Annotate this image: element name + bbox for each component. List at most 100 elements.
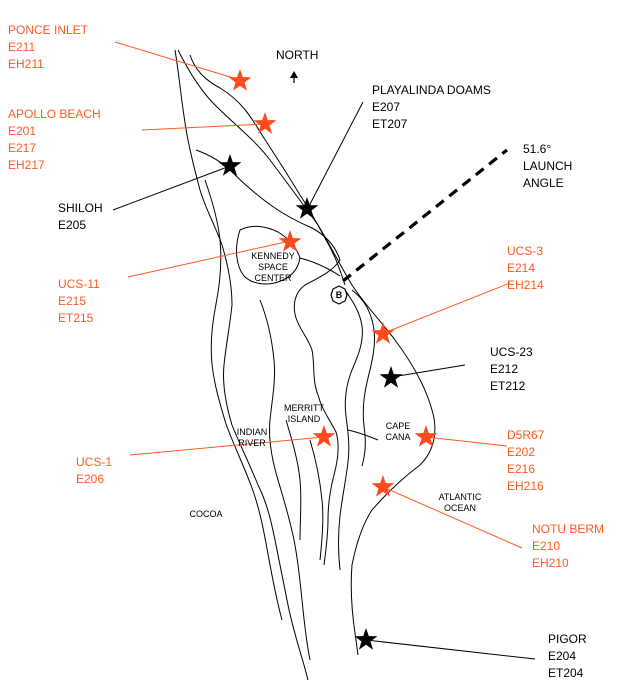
station-code: E211 bbox=[8, 40, 36, 54]
banana-river bbox=[338, 289, 363, 571]
mainland-inner bbox=[204, 179, 283, 621]
station-ucs-1: UCS-1 E206 bbox=[76, 454, 112, 488]
leader-ucs-3 bbox=[383, 282, 511, 334]
north-arrow-icon bbox=[290, 71, 298, 78]
star-playalinda bbox=[295, 197, 319, 219]
merritt-island-label: MERRITT ISLAND bbox=[280, 403, 328, 425]
station-code: E215 bbox=[58, 294, 87, 308]
station-code: EH214 bbox=[507, 278, 544, 292]
station-name: UCS-1 bbox=[76, 455, 113, 469]
station-code: E204 bbox=[548, 649, 577, 663]
ksc-label: KENNEDY SPACE CENTER bbox=[244, 251, 302, 284]
star-pigor bbox=[354, 628, 378, 650]
station-code: ET207 bbox=[372, 117, 408, 131]
star-shiloh bbox=[218, 154, 242, 176]
station-code: EH211 bbox=[8, 57, 44, 71]
star-ucs-23 bbox=[379, 366, 403, 388]
ocean-coastline bbox=[177, 49, 436, 656]
atlantic-label: ATLANTIC OCEAN bbox=[428, 492, 492, 514]
station-playalinda: PLAYALINDA DOAMS E207 ET207 bbox=[372, 82, 491, 133]
merritt-line-2: ISLAND bbox=[287, 414, 321, 424]
barrier-inner-shore bbox=[189, 54, 346, 286]
station-notu-berm: NOTU BERM E210 EH210 bbox=[532, 521, 604, 572]
leader-ucs-23 bbox=[391, 364, 466, 378]
leader-pigor bbox=[365, 639, 536, 660]
station-code: E212 bbox=[490, 362, 519, 376]
station-code: E201 bbox=[8, 124, 37, 138]
station-apollo-beach: APOLLO BEACH E201 E217 EH217 bbox=[8, 106, 101, 174]
station-name: SHILOH bbox=[58, 201, 103, 215]
star-d5r67 bbox=[414, 425, 438, 447]
station-code: E202 bbox=[507, 445, 536, 459]
leader-ponce-inlet bbox=[114, 41, 241, 81]
leader-playalinda bbox=[307, 101, 364, 209]
station-code: E206 bbox=[76, 472, 105, 486]
station-code: E214 bbox=[507, 261, 536, 275]
launch-angle-line1: LAUNCH bbox=[523, 159, 573, 173]
station-code: EH216 bbox=[507, 479, 544, 493]
station-code: ET215 bbox=[58, 311, 94, 325]
station-ucs-23: UCS-23 E212 ET212 bbox=[490, 344, 533, 395]
station-code: E217 bbox=[8, 141, 37, 155]
leader-notu-berm bbox=[382, 486, 523, 549]
station-code: EH217 bbox=[8, 158, 45, 172]
station-name: NOTU BERM bbox=[532, 522, 604, 536]
causeway-ksc bbox=[299, 257, 341, 277]
launch-angle-label: 51.6° LAUNCH ANGLE bbox=[523, 141, 572, 192]
station-code: E207 bbox=[372, 100, 401, 114]
leader-apollo-beach bbox=[141, 123, 266, 131]
indian-line-1: INDIAN bbox=[236, 427, 268, 437]
indian-line-2: RIVER bbox=[238, 438, 266, 448]
leader-ucs-1 bbox=[129, 436, 325, 456]
b-marker-outline bbox=[330, 285, 348, 305]
banana-river-east bbox=[351, 289, 375, 467]
merritt-island-inner bbox=[236, 225, 301, 285]
station-name: APOLLO BEACH bbox=[8, 107, 101, 121]
atlantic-line-1: ATLANTIC bbox=[438, 492, 482, 502]
launch-angle-value: 51.6° bbox=[523, 142, 552, 156]
port-canal bbox=[347, 429, 379, 441]
station-code: E216 bbox=[507, 462, 536, 476]
station-name: UCS-23 bbox=[490, 345, 533, 359]
station-name: UCS-11 bbox=[58, 277, 100, 291]
station-name: PONCE INLET bbox=[8, 23, 89, 37]
star-ucs-11 bbox=[278, 230, 302, 252]
star-notu-berm bbox=[371, 475, 395, 497]
station-code: EH210 bbox=[532, 556, 569, 570]
cocoa-label: COCOA bbox=[189, 509, 223, 519]
north-label: NORTH bbox=[276, 48, 319, 62]
station-code: E205 bbox=[58, 218, 87, 232]
station-name: D5R67 bbox=[507, 428, 545, 442]
station-code: ET204 bbox=[548, 666, 584, 680]
station-pigor: PIGOR E204 ET204 bbox=[548, 631, 587, 682]
river-channel-1 bbox=[285, 419, 302, 541]
station-shiloh: SHILOH E205 bbox=[58, 200, 103, 234]
cape-label: CAPE CANA bbox=[380, 421, 416, 443]
station-ucs-11: UCS-11 E215 ET215 bbox=[58, 276, 100, 327]
b-marker-label: B bbox=[335, 290, 343, 300]
station-name: PIGOR bbox=[548, 632, 587, 646]
indian-river-label: INDIAN RIVER bbox=[230, 427, 274, 449]
leader-d5r67 bbox=[425, 436, 508, 447]
star-ponce-inlet bbox=[228, 69, 252, 91]
leader-shiloh bbox=[112, 165, 231, 211]
station-code: E210 bbox=[532, 539, 561, 553]
cape-line-2: CANA bbox=[385, 432, 411, 442]
launch-angle-line bbox=[342, 148, 508, 283]
ksc-line-3: CENTER bbox=[254, 273, 292, 283]
river-channel-2 bbox=[309, 439, 324, 561]
indian-river-line bbox=[259, 299, 311, 661]
ksc-line-1: KENNEDY bbox=[251, 251, 295, 261]
leader-ucs-11 bbox=[127, 240, 291, 278]
mainland-coast bbox=[174, 49, 309, 681]
star-apollo-beach bbox=[253, 112, 277, 134]
station-name: UCS-3 bbox=[507, 244, 544, 258]
station-ucs-3: UCS-3 E214 EH214 bbox=[507, 243, 544, 294]
station-ponce-inlet: PONCE INLET E211 EH211 bbox=[8, 22, 88, 73]
star-ucs-3 bbox=[371, 322, 395, 344]
atlantic-line-2: OCEAN bbox=[443, 503, 476, 513]
star-ucs-1 bbox=[312, 425, 336, 447]
ksc-line-2: SPACE bbox=[258, 262, 288, 272]
merritt-line-1: MERRITT bbox=[284, 403, 324, 413]
